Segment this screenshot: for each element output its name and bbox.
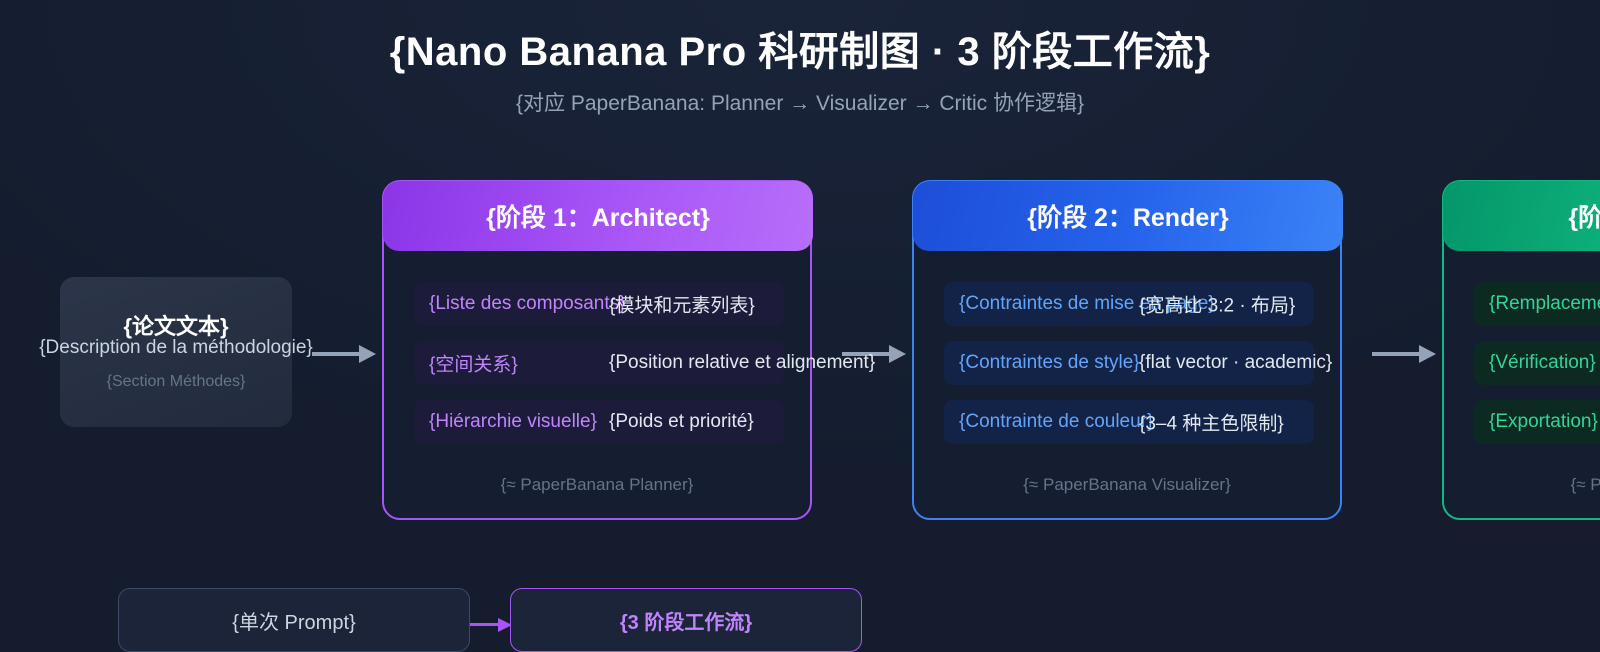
row-label: {Liste des composants} bbox=[429, 293, 626, 314]
row-label: {Contraintes de style} bbox=[959, 352, 1140, 373]
flow-arrow-1 bbox=[312, 345, 376, 363]
input-node-subtitle: {Description de la méthodologie} bbox=[39, 337, 313, 358]
comparison-new-label: {3 阶段工作流} bbox=[619, 611, 753, 634]
row-value: {模块和元素列表} bbox=[609, 295, 755, 317]
comparison-old-label: {单次 Prompt} bbox=[232, 611, 356, 634]
row-label: {Vérification} bbox=[1489, 352, 1596, 373]
row-value: {Poids et priorité} bbox=[609, 411, 754, 432]
row-value: {宽高比 3:2 · 布局} bbox=[1139, 295, 1296, 317]
stage-card-critic: {阶段 3：Critic} {Remplacement} {替换错误元素} {V… bbox=[1442, 180, 1600, 520]
comparison-old-box[interactable]: {单次 Prompt} bbox=[118, 588, 470, 652]
flow-arrow-2 bbox=[842, 345, 906, 363]
stage-rows-render: {Contraintes de mise en page} {宽高比 3:2 ·… bbox=[944, 282, 1332, 459]
stage-row[interactable]: {Contrainte de couleur} {3–4 种主色限制} bbox=[944, 400, 1314, 444]
stage-card-architect: {阶段 1：Architect} {Liste des composants} … bbox=[382, 180, 875, 520]
stage-header-architect: {阶段 1：Architect} bbox=[383, 181, 813, 251]
stage-rows-architect: {Liste des composants} {模块和元素列表} {空间关系} … bbox=[414, 282, 875, 459]
row-label: {Remplacement} bbox=[1489, 293, 1600, 314]
stage-row[interactable]: {Vérification} {校对文字与数值} bbox=[1474, 341, 1600, 385]
row-label: {Contraintes de mise en page} bbox=[959, 293, 1215, 314]
input-node: {论文文本} bbox=[60, 277, 292, 427]
stage-row[interactable]: {Liste des composants} {模块和元素列表} bbox=[414, 282, 784, 326]
stage-row[interactable]: {空间关系} {Position relative et alignement} bbox=[414, 341, 875, 385]
stage-title: {阶段 1：Architect} bbox=[486, 204, 710, 232]
stage-title: {阶段 3：Critic} bbox=[1568, 204, 1600, 232]
input-node-title: {论文文本} bbox=[123, 314, 229, 339]
stage-footer: {≈ PaperBanana Visualizer} bbox=[1023, 475, 1231, 494]
row-value: {Position relative et alignement} bbox=[609, 352, 876, 373]
stage-row[interactable]: {Hiérarchie visuelle} {Poids et priorité… bbox=[414, 400, 784, 444]
row-value: {flat vector · academic} bbox=[1139, 352, 1333, 373]
input-node-note: {Section Méthodes} bbox=[106, 373, 246, 390]
page-header: {Nano Banana Pro 科研制图 · 3 阶段工作流} {对应 Pap… bbox=[0, 0, 1600, 116]
stage-title: {阶段 2：Render} bbox=[1027, 204, 1229, 232]
comparison-new-box[interactable]: {3 阶段工作流} bbox=[510, 588, 862, 652]
stage-header-critic: {阶段 3：Critic} bbox=[1443, 181, 1600, 251]
row-label: {空间关系} bbox=[429, 354, 518, 376]
stage-rows-critic: {Remplacement} {替换错误元素} {Vérification} {… bbox=[1474, 282, 1600, 459]
stage-footer: {≈ PaperBanana Critic} bbox=[1570, 475, 1600, 494]
row-label: {Hiérarchie visuelle} bbox=[429, 411, 597, 432]
stage-header-render: {阶段 2：Render} bbox=[913, 181, 1343, 251]
flow-arrow-3 bbox=[1372, 345, 1436, 363]
comparison-section: {单次 Prompt} {3 阶段工作流} bbox=[0, 588, 1600, 652]
stage-row[interactable]: {Contraintes de mise en page} {宽高比 3:2 ·… bbox=[944, 282, 1314, 326]
row-label: {Contrainte de couleur} bbox=[959, 411, 1154, 432]
stage-row[interactable]: {Remplacement} {替换错误元素} bbox=[1474, 282, 1600, 326]
row-value: {3–4 种主色限制} bbox=[1139, 413, 1284, 435]
stage-row[interactable]: {Contraintes de style} {flat vector · ac… bbox=[944, 341, 1332, 385]
page-subtitle: {对应 PaperBanana: Planner → Visualizer → … bbox=[515, 92, 1084, 115]
stage-row[interactable]: {Exportation} {导出高分辨率} bbox=[1474, 400, 1600, 444]
workflow-diagram: {论文文本} {Description de la méthodologie} … bbox=[0, 180, 1600, 530]
stage-footer: {≈ PaperBanana Planner} bbox=[500, 475, 694, 494]
comparison-arrow-icon bbox=[470, 618, 512, 632]
page-title: {Nano Banana Pro 科研制图 · 3 阶段工作流} bbox=[389, 30, 1211, 74]
stage-card-render: {阶段 2：Render} {Contraintes de mise en pa… bbox=[912, 180, 1343, 520]
row-label: {Exportation} bbox=[1489, 411, 1598, 432]
